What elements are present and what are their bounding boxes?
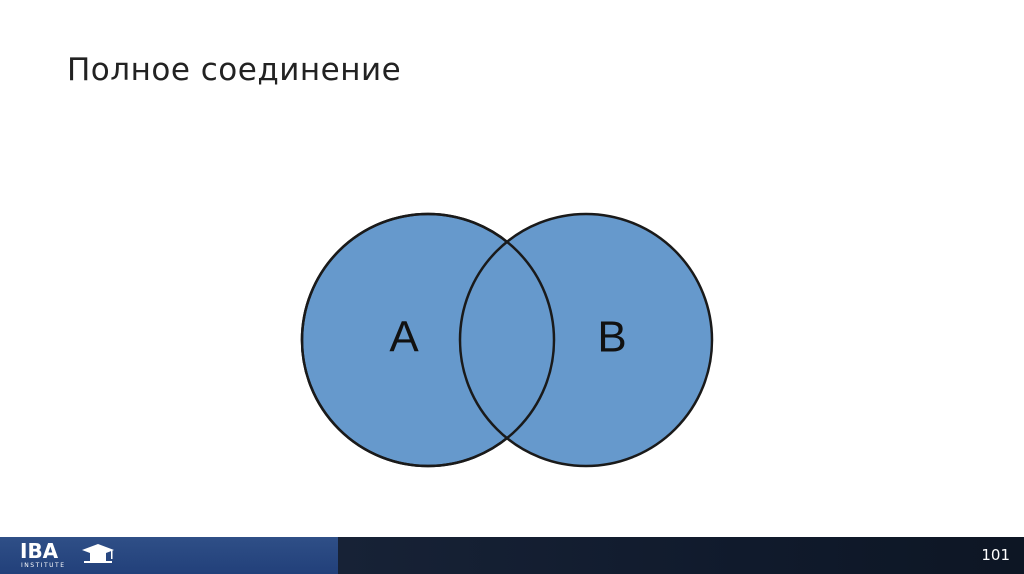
iba-institute-logo: IBA INSTITUTE — [20, 540, 140, 572]
set-a-outline — [300, 212, 556, 468]
slide-title: Полное соединение — [67, 52, 402, 88]
logo-subtext: INSTITUTE — [21, 562, 66, 569]
footer-bar: IBA INSTITUTE 101 — [0, 537, 1024, 574]
venn-diagram: A B — [298, 208, 718, 472]
set-b-circle — [458, 212, 714, 468]
venn-svg: A B — [300, 212, 714, 468]
set-a-label: A — [389, 313, 419, 362]
set-b-label: B — [597, 313, 626, 362]
graduation-cap-icon — [82, 544, 114, 563]
logo-text: IBA — [20, 539, 59, 563]
footer-right-panel: 101 — [338, 537, 1024, 574]
footer-left-panel: IBA INSTITUTE — [0, 537, 338, 574]
page-number: 101 — [981, 546, 1010, 564]
